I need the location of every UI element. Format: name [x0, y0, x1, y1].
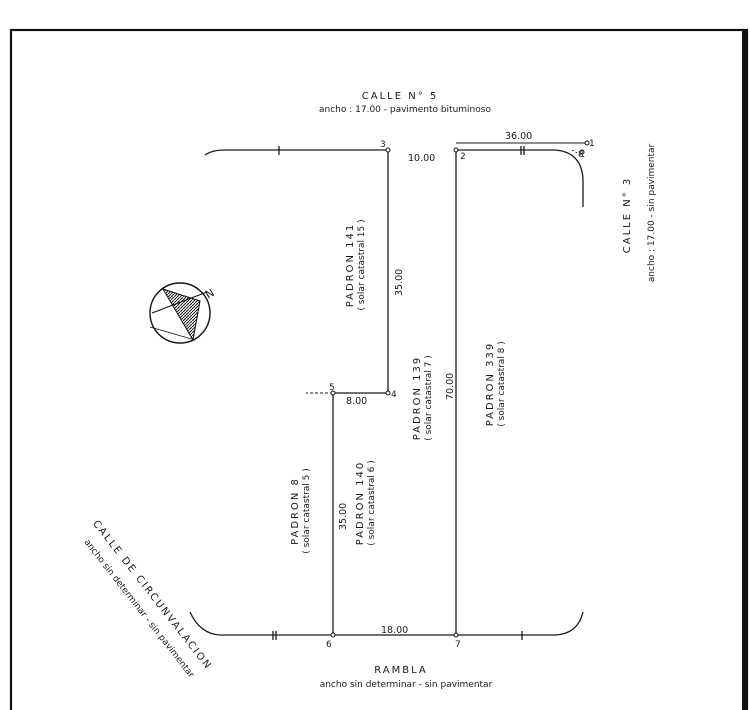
- point-label-7: 7: [455, 640, 461, 650]
- point-label-5: 5: [329, 383, 335, 393]
- vertex-8: [579, 149, 585, 155]
- point-label-6: 6: [326, 640, 332, 650]
- parcel-339-padron: PADRON 339: [485, 342, 496, 427]
- dimension-leader: [571, 149, 587, 159]
- dimension-35-upper: 35.00: [394, 269, 405, 296]
- parcel-140-solar: ( solar catastral 6 ): [367, 460, 377, 546]
- point-label-4: 4: [391, 390, 397, 400]
- parcel-141-solar: ( solar catastral 15 ): [357, 219, 367, 310]
- vertex-6: [330, 632, 336, 638]
- parcel-139-solar: ( solar catastral 7 ): [424, 355, 434, 441]
- point-label-1: 1: [589, 139, 595, 149]
- point-label-8: 8: [578, 150, 584, 160]
- dimension-36: 36.00: [505, 131, 532, 142]
- street-edge-south: [189, 611, 584, 636]
- point-label-3: 3: [380, 140, 386, 150]
- street-edge-north-right: [456, 149, 584, 207]
- vertex-1: [584, 140, 590, 146]
- street-edge-north-left: [204, 149, 388, 156]
- street-name-east: CALLE N° 3: [622, 177, 633, 253]
- parcel-8-padron: PADRON 8: [290, 477, 301, 545]
- vertex-3: [385, 147, 391, 153]
- street-name-north: CALLE N° 5: [362, 91, 438, 102]
- street-name-southwest: CALLE DE CIRCUNVALACION: [90, 519, 214, 673]
- vertex-7: [453, 632, 459, 638]
- street-desc-north: ancho : 17.00 - pavimento bituminoso: [319, 105, 491, 115]
- vertex-2: [453, 147, 459, 153]
- street-desc-southwest: ancho sin determinar - sin pavimentar: [82, 538, 196, 680]
- parcel-139-padron: PADRON 139: [412, 356, 423, 441]
- vertex-4: [385, 390, 391, 396]
- dimension-10: 10.00: [408, 153, 435, 164]
- street-desc-east: ancho : 17.00 - sin pavimentar: [647, 143, 657, 282]
- parcel-339-solar: ( solar catastral 8 ): [497, 341, 507, 427]
- dimension-18: 18.00: [381, 625, 408, 636]
- parcel-141-padron: PADRON 141: [345, 223, 356, 308]
- parcel-140-padron: PADRON 140: [355, 461, 366, 546]
- north-label: N: [203, 286, 217, 301]
- dimension-35-lower: 35.00: [338, 503, 349, 530]
- street-desc-south: ancho sin determinar - sin pavimentar: [320, 680, 493, 690]
- dimension-8: 8.00: [346, 396, 367, 407]
- sheet-border: [9, 28, 749, 710]
- north-arrow-icon: N: [149, 282, 217, 344]
- point-label-2: 2: [460, 152, 466, 162]
- vertex-5: [330, 390, 336, 396]
- street-name-south: RAMBLA: [374, 665, 428, 676]
- parcel-8-solar: ( solar catastral 5 ): [302, 468, 312, 554]
- dimension-70: 70.00: [445, 373, 456, 400]
